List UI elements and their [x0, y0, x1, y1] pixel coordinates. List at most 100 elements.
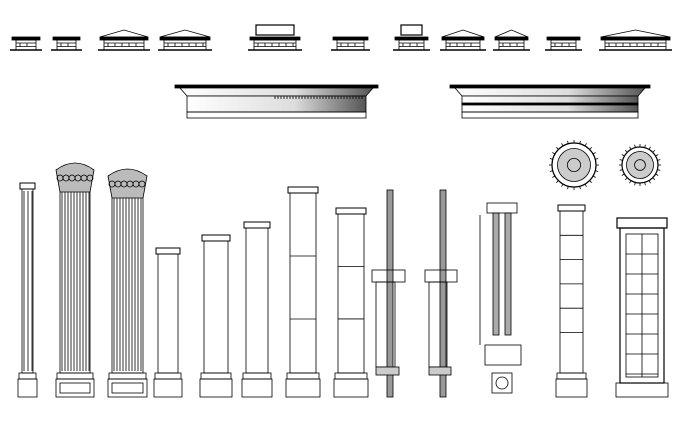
cornice-top — [174, 84, 379, 89]
plinth — [285, 378, 321, 398]
acanthus-leaf — [138, 180, 146, 188]
wall — [386, 189, 394, 398]
architrave — [186, 111, 367, 119]
capital — [335, 207, 367, 215]
plinth — [107, 378, 148, 398]
plinth — [333, 378, 369, 398]
cornice — [11, 36, 41, 41]
column-cap — [98, 29, 150, 51]
base — [615, 382, 669, 398]
plan-circle — [495, 376, 509, 390]
rosette — [549, 140, 599, 190]
capital — [616, 217, 668, 229]
capital — [155, 247, 181, 255]
rosette-ring — [551, 142, 597, 188]
shaft — [157, 253, 179, 374]
column — [285, 186, 321, 398]
column — [199, 234, 233, 398]
cap-block — [400, 24, 423, 36]
brick-course — [15, 39, 37, 51]
pediment — [600, 29, 671, 38]
pediment — [159, 29, 211, 38]
cornice-moulding — [179, 87, 374, 97]
brick-course — [103, 39, 145, 51]
column-cap — [158, 29, 212, 51]
base-torus — [286, 372, 320, 380]
base-torus — [200, 372, 232, 380]
column-cap — [51, 36, 82, 51]
base-torus — [56, 372, 94, 380]
band — [461, 102, 639, 106]
capital — [201, 234, 231, 242]
shaft — [289, 192, 317, 374]
base-torus — [18, 372, 37, 380]
rosette-inner — [626, 151, 654, 179]
pediment — [494, 29, 529, 38]
base-torus — [108, 372, 147, 380]
foot — [428, 366, 452, 376]
column — [555, 204, 588, 398]
base-torus — [242, 372, 272, 380]
pediment — [441, 29, 485, 38]
shaft — [337, 213, 365, 374]
entablatures — [174, 84, 651, 119]
frieze — [186, 95, 367, 113]
capital — [243, 221, 271, 229]
pediment — [99, 29, 149, 38]
cornice-top — [449, 84, 651, 89]
cap — [486, 202, 518, 214]
corinthian-column — [55, 162, 95, 398]
cornice — [249, 36, 301, 41]
acanthus-leaf — [86, 174, 94, 182]
plinth — [153, 378, 183, 398]
column-cap — [599, 29, 672, 51]
rosette-center — [634, 159, 646, 171]
wall-section — [371, 189, 406, 398]
cornice — [546, 36, 581, 41]
base-label-box — [484, 344, 522, 366]
cornice — [600, 36, 671, 41]
rosette — [619, 144, 661, 186]
column — [333, 207, 369, 398]
base-torus — [556, 372, 587, 380]
plinth-panel — [111, 382, 144, 394]
pilaster — [615, 217, 669, 398]
column-cap — [393, 24, 430, 51]
column-cap — [10, 36, 42, 51]
cap-block — [255, 24, 295, 36]
shaft — [59, 175, 91, 374]
column-cap — [493, 29, 530, 51]
shaft — [245, 227, 269, 374]
foot — [375, 366, 400, 376]
plinth — [17, 378, 38, 398]
cornice — [52, 36, 81, 41]
column-cap — [331, 36, 370, 51]
wall — [439, 189, 447, 398]
plinth — [241, 378, 273, 398]
column — [153, 247, 183, 398]
columns — [17, 162, 669, 398]
capital — [287, 186, 319, 194]
wall-section — [424, 189, 458, 398]
plinth — [555, 378, 588, 398]
cornice — [332, 36, 369, 41]
brick-course — [253, 39, 297, 51]
plan-detail — [491, 372, 513, 394]
rosette-ring — [621, 146, 659, 184]
cornice — [441, 36, 485, 41]
capital — [557, 204, 586, 212]
column-cap — [545, 36, 582, 51]
column — [17, 182, 38, 398]
column — [241, 221, 273, 398]
capital — [19, 182, 36, 190]
corinthian-column — [107, 168, 148, 398]
rosettes — [549, 140, 661, 190]
brick-course — [604, 39, 667, 51]
plinth — [199, 378, 233, 398]
shaft-right — [504, 212, 512, 336]
brick-course — [163, 39, 207, 51]
rosette-center — [567, 157, 582, 172]
column-cap — [248, 24, 302, 51]
column-cap — [440, 29, 486, 51]
